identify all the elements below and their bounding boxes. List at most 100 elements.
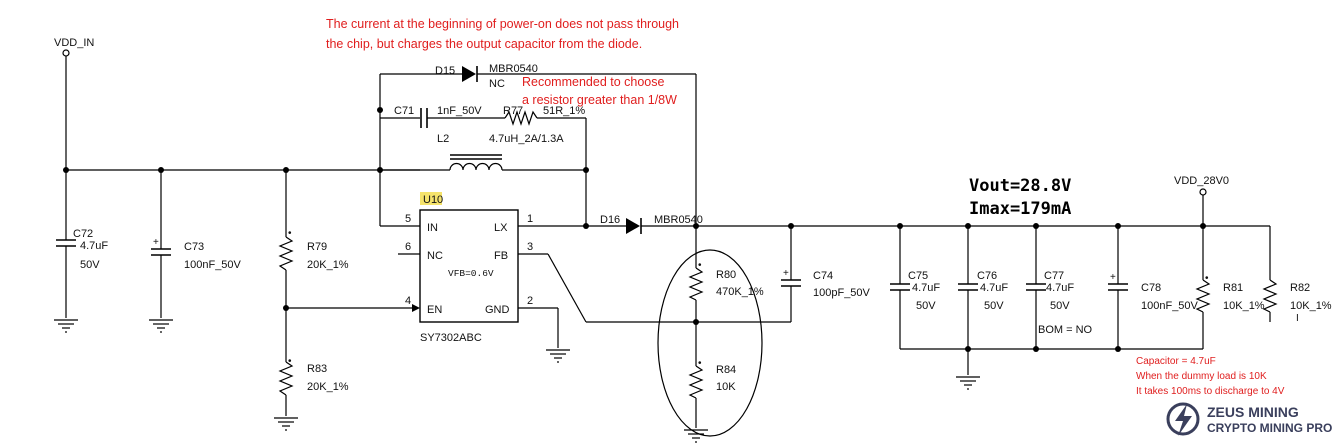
lightning-bolt-icon (1166, 402, 1200, 436)
note-resistor-line1: Recommended to choose (522, 75, 664, 89)
capacitor-c76: C76 4.7uF 50V (958, 226, 1008, 349)
capacitor-c75: C75 4.7uF 50V (890, 226, 940, 349)
resistor-r84: • R84 10K (683, 322, 736, 443)
brand-tagline: CRYPTO MINING PRO (1207, 421, 1332, 435)
svg-text:LX: LX (494, 222, 508, 234)
vdd-28v0-port (1199, 188, 1207, 196)
svg-text:4: 4 (405, 295, 411, 307)
svg-text:R80: R80 (716, 269, 736, 281)
brand-name: ZEUS MINING (1207, 404, 1299, 420)
svg-text:20K_1%: 20K_1% (307, 381, 349, 393)
vout-label: Vout=28.8V (969, 176, 1071, 196)
svg-text:4.7uF: 4.7uF (1046, 282, 1074, 294)
inductor-l2: L2 4.7uH_2A/1.3A (380, 133, 586, 171)
vdd-28v0-label: VDD_28V0 (1174, 175, 1229, 187)
svg-text:6: 6 (405, 241, 411, 253)
ic-u10: U10 IN NC EN LX FB GND VFB=0.6V 5 6 4 1 … (405, 192, 533, 344)
svg-text:10K: 10K (716, 381, 736, 393)
svg-text:470K_1%: 470K_1% (716, 286, 764, 298)
svg-text:4.7uH_2A/1.3A: 4.7uH_2A/1.3A (489, 133, 564, 145)
svg-text:D16: D16 (600, 214, 620, 226)
resistor-r81: • R81 10K_1% (1195, 226, 1265, 349)
svg-text:•: • (288, 356, 292, 367)
svg-text:20K_1%: 20K_1% (307, 259, 349, 271)
svg-text:IN: IN (427, 222, 438, 234)
svg-text:50V: 50V (984, 300, 1004, 312)
svg-text:FB: FB (494, 250, 508, 262)
note-cap-line1: Capacitor = 4.7uF (1136, 356, 1216, 367)
svg-text:R81: R81 (1223, 282, 1243, 294)
ic-ref: U10 (423, 194, 443, 206)
svg-text:NC: NC (427, 250, 443, 262)
svg-text:51R_1%: 51R_1% (543, 105, 585, 117)
svg-text:5: 5 (405, 213, 411, 225)
ic-ref-highlight (420, 192, 442, 205)
resistor-r82: R82 10K_1% I (1262, 226, 1332, 324)
svg-text:1: 1 (527, 213, 533, 225)
note-power-on-line1: The current at the beginning of power-on… (326, 17, 679, 31)
svg-text:GND: GND (485, 304, 510, 316)
svg-text:•: • (698, 358, 702, 369)
svg-text:EN: EN (427, 304, 442, 316)
svg-text:R83: R83 (307, 363, 327, 375)
zeus-mining-logo: ZEUS MINING CRYPTO MINING PRO (1166, 402, 1332, 436)
note-cap-line2: When the dummy load is 10K (1136, 371, 1267, 382)
resistor-r79: • R79 20K_1% (278, 170, 349, 308)
capacitor-c77: C77 4.7uF 50V BOM = NO (1026, 226, 1093, 349)
svg-text:C77: C77 (1044, 270, 1064, 282)
svg-text:MBR0540: MBR0540 (654, 214, 703, 226)
svg-text:R77: R77 (503, 105, 523, 117)
svg-text:10K_1%: 10K_1% (1290, 300, 1332, 312)
imax-label: Imax=179mA (969, 199, 1071, 219)
svg-text:R79: R79 (307, 241, 327, 253)
svg-text:L2: L2 (437, 133, 449, 145)
svg-text:C73: C73 (184, 241, 204, 253)
diode-d16: D16 MBR0540 (600, 214, 703, 234)
svg-text:+: + (1110, 272, 1116, 283)
note-power-on-line2: the chip, but charges the output capacit… (326, 37, 642, 51)
diode-d15: D15 MBR0540 NC (435, 63, 696, 90)
capacitor-c71: C71 1nF_50V (394, 105, 505, 128)
capacitor-c73: + C73 100nF_50V (148, 170, 242, 333)
svg-text:50V: 50V (1050, 300, 1070, 312)
svg-text:NC: NC (489, 78, 505, 90)
svg-text:R82: R82 (1290, 282, 1310, 294)
vdd-in-label: VDD_IN (54, 37, 94, 49)
svg-text:BOM = NO: BOM = NO (1038, 324, 1093, 336)
svg-text:2: 2 (527, 295, 533, 307)
svg-text:50V: 50V (80, 259, 100, 271)
svg-text:C71: C71 (394, 105, 414, 117)
svg-text:R84: R84 (716, 364, 736, 376)
svg-text:D15: D15 (435, 65, 455, 77)
note-resistor-line2: a resistor greater than 1/8W (522, 93, 677, 107)
svg-text:1nF_50V: 1nF_50V (437, 105, 482, 117)
svg-text:•: • (288, 228, 292, 239)
resistor-r83: • R83 20K_1% (273, 308, 349, 431)
svg-text:4.7uF: 4.7uF (980, 282, 1008, 294)
svg-text:3: 3 (527, 241, 533, 253)
svg-text:+: + (153, 237, 159, 248)
capacitor-c72: C72 4.7uF 50V (53, 170, 108, 333)
svg-text:MBR0540: MBR0540 (489, 63, 538, 75)
capacitor-c74: + C74 100pF_50V (781, 226, 871, 322)
svg-text:C78: C78 (1141, 282, 1161, 294)
svg-text:4.7uF: 4.7uF (80, 240, 108, 252)
ic-part: SY7302ABC (420, 332, 482, 344)
svg-text:C76: C76 (977, 270, 997, 282)
svg-text:100pF_50V: 100pF_50V (813, 287, 871, 299)
svg-text:10K_1%: 10K_1% (1223, 300, 1265, 312)
ic-vfb: VFB=0.6V (448, 268, 494, 279)
svg-text:C72: C72 (73, 228, 93, 240)
svg-text:C75: C75 (908, 270, 928, 282)
svg-text:C74: C74 (813, 270, 833, 282)
svg-text:I: I (1296, 313, 1299, 324)
svg-text:100nF_50V: 100nF_50V (184, 259, 242, 271)
svg-text:+: + (783, 268, 789, 279)
feedback-highlight-ellipse (657, 249, 763, 437)
svg-text:•: • (1205, 273, 1209, 284)
svg-text:•: • (698, 260, 702, 271)
resistor-r77: R77 51R_1% (503, 105, 586, 126)
svg-text:50V: 50V (916, 300, 936, 312)
